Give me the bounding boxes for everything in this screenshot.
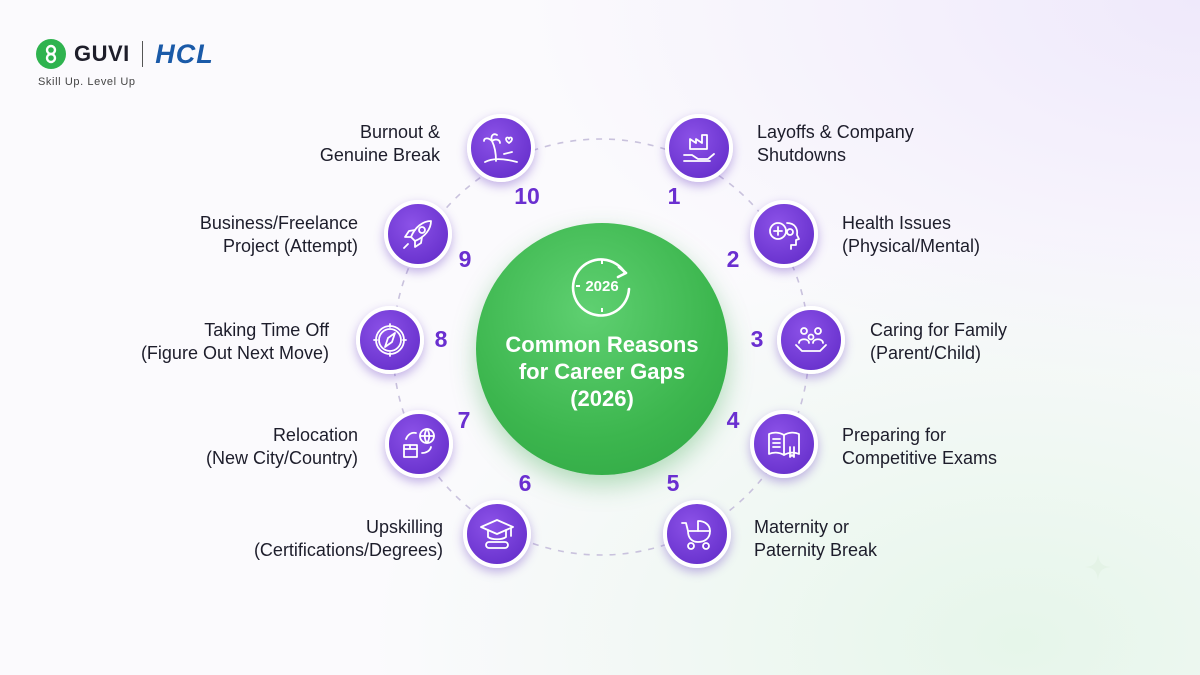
- reason-label-3-line1: Caring for Family: [870, 320, 1008, 340]
- beach-palm-icon: [483, 133, 518, 163]
- reason-label-8: Taking Time Off (Figure Out Next Move): [69, 319, 329, 365]
- reason-label-7: Relocation (New City/Country): [118, 424, 358, 470]
- reason-node-3: [777, 306, 845, 374]
- reason-label-5: Maternity or Paternity Break: [754, 516, 877, 562]
- reason-label-2: Health Issues (Physical/Mental): [842, 212, 980, 258]
- health-head-icon: [769, 222, 800, 250]
- reason-label-4: Preparing for Competitive Exams: [842, 424, 997, 470]
- reason-node-10: [467, 114, 535, 182]
- brand-header: GUVI HCL Skill Up. Level Up: [36, 38, 296, 92]
- reason-label-6: Upskilling (Certifications/Degrees): [203, 516, 443, 562]
- relocation-globe-icon: [403, 428, 435, 458]
- compass-icon: [373, 323, 407, 357]
- reason-label-1: Layoffs & Company Shutdowns: [757, 121, 914, 167]
- reason-number-6: 6: [518, 470, 532, 496]
- reason-label-4-line2: Competitive Exams: [842, 448, 998, 468]
- reason-node-2: [750, 200, 818, 268]
- reason-node-4: [750, 410, 818, 478]
- center-hub: 2026 Common Reasons for Career Gaps (202…: [476, 223, 728, 475]
- center-year: 2026: [585, 277, 619, 295]
- reason-label-9-line1: Business/Freelance: [199, 213, 358, 233]
- reason-label-6-line2: (Certifications/Degrees): [253, 540, 443, 560]
- reason-number-5: 5: [666, 470, 680, 496]
- reason-label-7-line1: Relocation: [272, 425, 358, 445]
- reason-number-10: 10: [514, 183, 540, 209]
- reason-number-9: 9: [458, 246, 472, 272]
- reason-number-3: 3: [750, 326, 764, 352]
- reason-number-4: 4: [726, 407, 740, 433]
- reason-label-1-line2: Shutdowns: [757, 145, 847, 165]
- reason-label-8-line1: Taking Time Off: [204, 320, 329, 340]
- reason-label-3-line2: (Parent/Child): [870, 343, 982, 363]
- reason-label-8-line2: (Figure Out Next Move): [140, 343, 329, 363]
- reason-label-2-line1: Health Issues: [842, 213, 952, 233]
- reason-number-8: 8: [434, 326, 448, 352]
- reason-node-1: [665, 114, 733, 182]
- reason-label-5-line1: Maternity or: [754, 517, 850, 537]
- reason-label-4-line1: Preparing for: [842, 425, 947, 445]
- reason-label-1-line1: Layoffs & Company: [757, 122, 914, 142]
- clock-cycle-icon: 2026: [567, 251, 637, 321]
- factory-hand-icon: [683, 134, 715, 162]
- reason-number-7: 7: [457, 407, 471, 433]
- reason-label-10: Burnout & Genuine Break: [200, 121, 440, 167]
- family-care-icon: [795, 327, 827, 352]
- graduation-cap-icon: [480, 519, 514, 549]
- guvi-logo-icon: [36, 39, 66, 69]
- reason-label-2-line2: (Physical/Mental): [842, 236, 981, 256]
- reason-number-1: 1: [667, 183, 681, 209]
- reason-label-3: Caring for Family (Parent/Child): [870, 319, 1007, 365]
- hcl-wordmark: HCL: [155, 38, 214, 69]
- reason-node-6: [463, 500, 531, 568]
- rocket-icon: [403, 220, 432, 249]
- reason-node-7: [385, 410, 453, 478]
- reason-label-10-line1: Burnout &: [359, 122, 440, 142]
- center-title: Common Reasons for Career Gaps (2026): [505, 332, 699, 411]
- brand-tagline: Skill Up. Level Up: [38, 76, 136, 88]
- reason-label-9: Business/Freelance Project (Attempt): [118, 212, 358, 258]
- reason-label-5-line2: Paternity Break: [754, 540, 878, 560]
- reason-node-5: [663, 500, 731, 568]
- baby-stroller-icon: [681, 520, 711, 550]
- reason-label-6-line1: Upskilling: [365, 517, 443, 537]
- reason-node-9: [384, 200, 452, 268]
- book-icon: [768, 431, 800, 458]
- sparkle-icon: [1085, 554, 1111, 580]
- reason-node-8: [356, 306, 424, 374]
- brand-divider: [141, 41, 144, 67]
- guvi-wordmark: GUVI: [74, 41, 130, 66]
- reason-label-9-line2: Project (Attempt): [222, 236, 358, 256]
- reason-label-10-line2: Genuine Break: [319, 145, 440, 165]
- reason-label-7-line2: (New City/Country): [205, 448, 358, 468]
- reason-number-2: 2: [726, 246, 740, 272]
